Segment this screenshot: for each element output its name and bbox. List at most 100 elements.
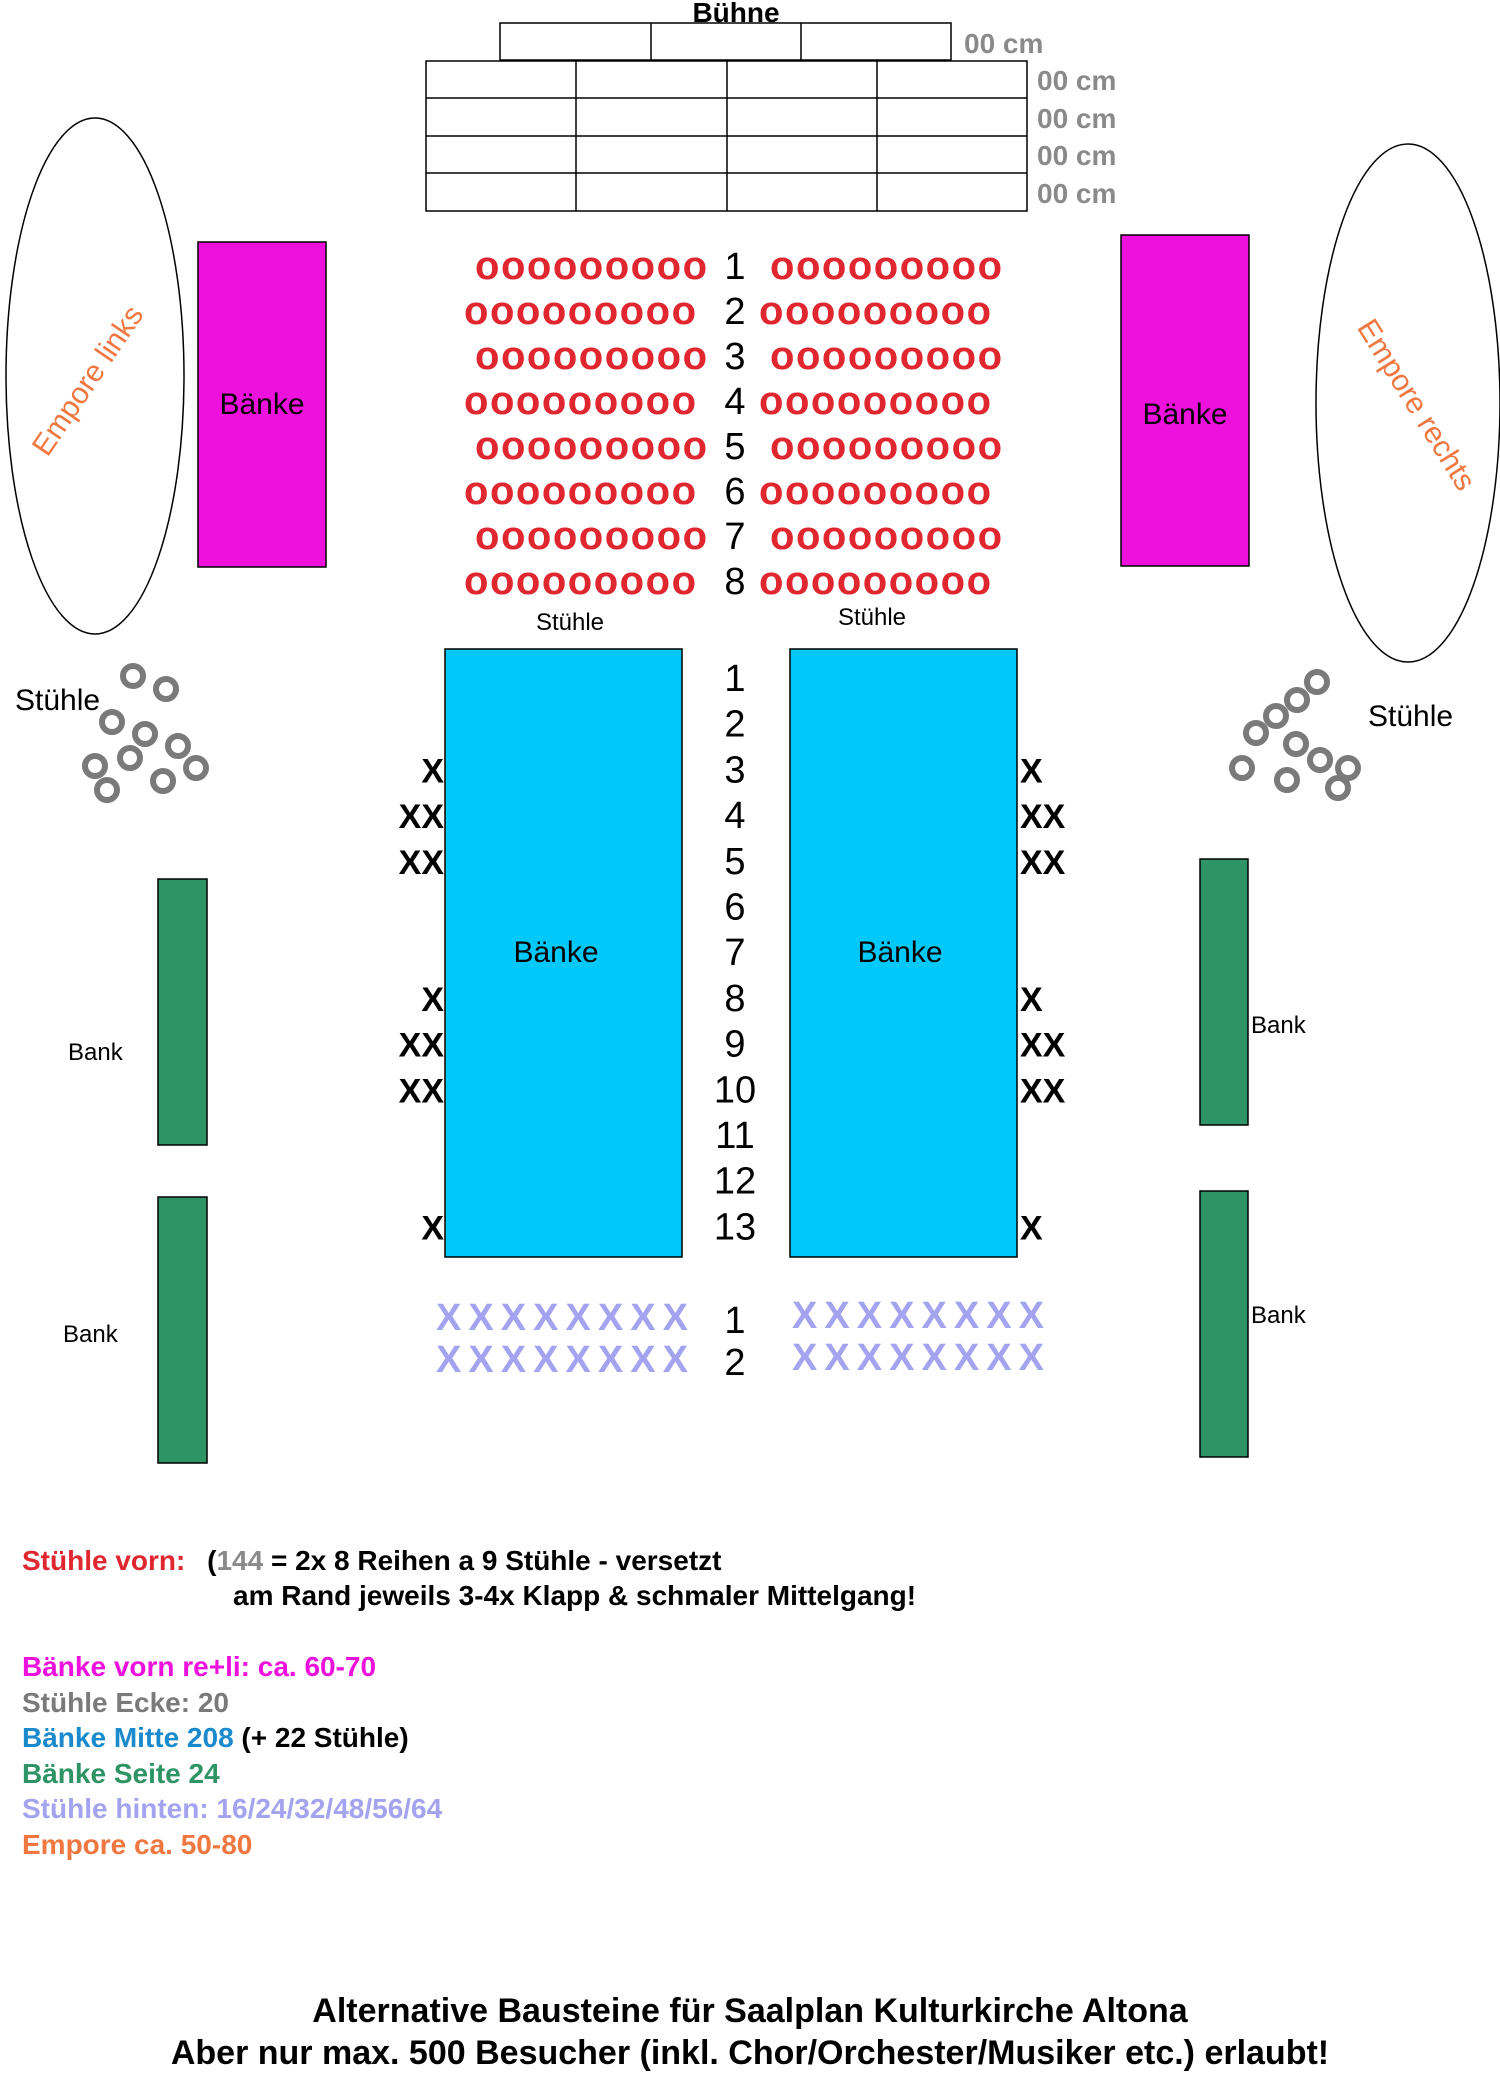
front-chairs-right-row: ooooooooo: [770, 334, 1002, 378]
middle-row-number: 10: [714, 1069, 756, 1111]
front-bench-left: [197, 241, 327, 568]
corner-chair: [82, 753, 108, 779]
middle-bench-left-label: Bänke: [513, 936, 598, 969]
corner-chair: [183, 755, 209, 781]
middle-row-number: 2: [724, 704, 745, 746]
front-chairs-left-row: ooooooooo: [475, 244, 707, 288]
front-row-number: 5: [724, 426, 745, 468]
footer-note: Aber nur max. 500 Besucher (inkl. Chor/O…: [170, 2034, 1330, 2072]
middle-bench-right: [789, 648, 1018, 1258]
legend-side-benches: Bänke Seite 24: [22, 1758, 220, 1789]
legend-front-chairs-note: am Rand jeweils 3-4x Klapp & schmaler Mi…: [233, 1580, 917, 1611]
gallery-left-outline: [5, 117, 185, 635]
front-chairs-right-row: ooooooooo: [770, 424, 1002, 468]
side-bench-right-2: [1199, 1190, 1249, 1458]
gallery-left-label: Empore links: [26, 300, 150, 462]
front-bench-right: [1120, 234, 1250, 567]
front-chairs-left-row: ooooooooo: [464, 559, 696, 603]
back-chairs-left-row: XXXXXXXX: [436, 1297, 689, 1339]
legend-middle-benches-line: Bänke Mitte 208 (+ 22 Stühle): [22, 1722, 409, 1754]
middle-row-number: 5: [724, 841, 745, 883]
middle-left-x-mark: XX: [399, 1072, 445, 1110]
front-row-number: 2: [724, 291, 745, 333]
side-bench-left-2: [157, 1196, 208, 1464]
corner-chair: [150, 768, 176, 794]
corner-chair-groups: [82, 663, 1361, 803]
front-chairs-left-row: ooooooooo: [475, 514, 707, 558]
corner-chair: [120, 663, 146, 689]
legend-front-chairs-desc: = 2x 8 Reihen a 9 Stühle - versetzt: [263, 1545, 722, 1576]
middle-row-number: 12: [714, 1161, 756, 1203]
middle-right-x-mark: XX: [1020, 798, 1066, 836]
middle-right-x-mark: XX: [1020, 1027, 1066, 1065]
middle-left-x-mark: X: [421, 981, 444, 1019]
back-chairs-right-row: XXXXXXXX: [792, 1337, 1045, 1379]
stage-measure-4: 00 cm: [1037, 140, 1116, 171]
middle-right-x-mark: X: [1020, 981, 1043, 1019]
gallery-right-outline: [1315, 143, 1500, 663]
stage-measure-2: 00 cm: [1037, 65, 1116, 96]
corner-chair: [1274, 767, 1300, 793]
front-chairs-right-row: ooooooooo: [759, 289, 991, 333]
middle-right-x-mark: X: [1020, 1209, 1043, 1247]
middle-row-number: 3: [724, 749, 745, 791]
middle-left-x-mark: X: [421, 1209, 444, 1247]
middle-row-number: 13: [714, 1206, 756, 1248]
corner-chair: [165, 733, 191, 759]
legend-back-chairs: Stühle hinten: 16/24/32/48/56/64: [22, 1793, 443, 1824]
corner-chair: [117, 745, 143, 771]
legend-middle-benches-extra: (+ 22 Stühle): [233, 1722, 409, 1753]
front-row-number: 8: [724, 561, 745, 603]
corner-chairs-left-label: Stühle: [15, 684, 100, 717]
stage: [425, 22, 1028, 212]
middle-row-number: 11: [715, 1115, 754, 1157]
corner-chair: [153, 676, 179, 702]
front-chairs-left-row: ooooooooo: [475, 334, 707, 378]
corner-chair: [1263, 703, 1289, 729]
middle-right-x-mark: XX: [1020, 1072, 1066, 1110]
front-bench-left-label: Bänke: [219, 388, 304, 421]
legend-middle-benches: Bänke Mitte 208: [22, 1722, 234, 1753]
middle-row-number: 9: [724, 1024, 745, 1066]
side-bench-left-2-label: Bank: [63, 1321, 119, 1348]
middle-left-x-mark: XX: [399, 1027, 445, 1065]
front-chairs-left-row: ooooooooo: [475, 424, 707, 468]
middle-right-x-mark: X: [1020, 752, 1043, 790]
corner-chair: [94, 777, 120, 803]
stage-label: Bühne: [692, 0, 779, 28]
corner-chair: [1229, 755, 1255, 781]
side-bench-left-1-label: Bank: [68, 1039, 124, 1066]
legend-front-chairs: Stühle vorn: (144 = 2x 8 Reihen a 9 Stüh…: [22, 1545, 721, 1577]
middle-bench-right-label: Bänke: [857, 936, 942, 969]
legend-front-chairs-label: Stühle vorn:: [22, 1545, 186, 1576]
corner-chair: [1284, 687, 1310, 713]
stage-measure-3: 00 cm: [1037, 103, 1116, 134]
front-row-number: 3: [724, 336, 745, 378]
middle-row-number: 4: [724, 795, 745, 837]
legend-front-chairs-paren: (: [207, 1545, 217, 1576]
middle-right-x-mark: XX: [1020, 844, 1066, 882]
middle-left-x-mark: XX: [399, 798, 445, 836]
corner-chair: [99, 709, 125, 735]
corner-chairs-right-label: Stühle: [1368, 700, 1453, 733]
front-chairs-left-row: ooooooooo: [464, 379, 696, 423]
legend-corner-chairs: Stühle Ecke: 20: [22, 1687, 229, 1718]
middle-left-x-mark: XX: [399, 844, 445, 882]
corner-chair: [1325, 775, 1351, 801]
front-row-number: 7: [724, 516, 745, 558]
front-chairs-right-row: ooooooooo: [770, 244, 1002, 288]
middle-row-number: 8: [724, 978, 745, 1020]
front-row-number: 1: [724, 246, 745, 288]
corner-chair: [132, 721, 158, 747]
front-chairs-right-row: ooooooooo: [770, 514, 1002, 558]
legend-front-chairs-count: 144: [216, 1545, 264, 1576]
front-chairs-left-row: ooooooooo: [464, 289, 696, 333]
front-chairs-right-row: ooooooooo: [759, 469, 991, 513]
gallery-right-label: Empore rechts: [1350, 314, 1481, 497]
middle-bench-left: [444, 648, 683, 1258]
stage-measure-5: 00 cm: [1037, 178, 1116, 209]
